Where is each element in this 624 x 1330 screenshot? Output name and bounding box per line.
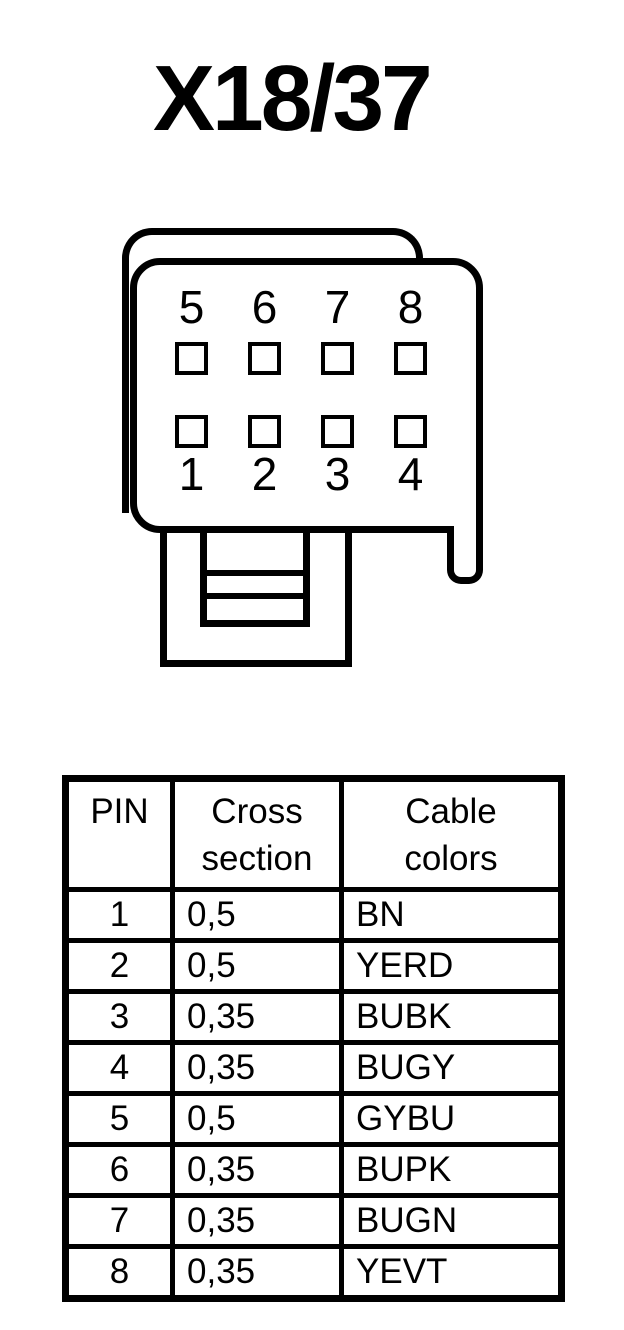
cell-pin: 2 (63, 938, 175, 994)
pin-cavity-6 (248, 342, 281, 375)
pin-cavity-4 (394, 415, 427, 448)
pin-label-2: 2 (251, 448, 278, 500)
pin-label-5: 5 (178, 281, 205, 333)
cell-cable-colors: YERD (339, 938, 564, 994)
cell-pin: 4 (63, 1040, 175, 1096)
cell-cross-section: 0,35 (170, 989, 344, 1045)
cell-cable-colors: GYBU (339, 1091, 564, 1147)
table-row: 5 0,5 GYBU (63, 1091, 564, 1147)
cell-cable-colors: BUGY (339, 1040, 564, 1096)
cell-cable-colors: BUBK (339, 989, 564, 1045)
cell-cross-section: 0,35 (170, 1244, 344, 1301)
header-cable-line2: colors (404, 839, 498, 878)
cell-cross-section: 0,5 (170, 887, 344, 943)
page-title: X18/37 (153, 46, 433, 150)
pin-table: PIN Cross section Cable colors 1 0,5 BN … (62, 775, 565, 1302)
table-row: 3 0,35 BUBK (63, 989, 564, 1045)
cell-cross-section: 0,35 (170, 1193, 344, 1249)
cell-cable-colors: BN (339, 887, 564, 943)
pin-label-4: 4 (397, 448, 424, 500)
pin-label-8: 8 (397, 281, 424, 333)
connector-front-shell (130, 258, 483, 533)
header-cable-line1: Cable (405, 792, 497, 831)
connector-latch-slot (200, 533, 310, 627)
pin-cavity-8 (394, 342, 427, 375)
pin-label-3: 3 (324, 448, 351, 500)
latch-slot-line (207, 570, 303, 576)
table-row: 4 0,35 BUGY (63, 1040, 564, 1096)
pin-cavity-2 (248, 415, 281, 448)
connector-latch-leg (447, 526, 483, 584)
pin-label-6: 6 (251, 281, 278, 333)
cell-pin: 3 (63, 989, 175, 1045)
cell-cross-section: 0,35 (170, 1142, 344, 1198)
header-cross-line1: Cross (211, 792, 303, 831)
pin-label-7: 7 (324, 281, 351, 333)
pin-table-header-row: PIN Cross section Cable colors (63, 776, 564, 892)
pin-cavity-1 (175, 415, 208, 448)
cell-cross-section: 0,5 (170, 938, 344, 994)
cell-pin: 7 (63, 1193, 175, 1249)
pin-cavity-5 (175, 342, 208, 375)
header-cross-section: Cross section (170, 776, 344, 892)
header-pin-label: PIN (90, 792, 149, 831)
pin-cavity-3 (321, 415, 354, 448)
cell-pin: 6 (63, 1142, 175, 1198)
cell-pin: 8 (63, 1244, 175, 1301)
table-row: 8 0,35 YEVT (63, 1244, 564, 1301)
table-row: 6 0,35 BUPK (63, 1142, 564, 1198)
cell-cable-colors: YEVT (339, 1244, 564, 1301)
pin-cavity-7 (321, 342, 354, 375)
table-row: 2 0,5 YERD (63, 938, 564, 994)
header-cable-colors: Cable colors (339, 776, 564, 892)
header-pin: PIN (63, 776, 175, 892)
latch-slot-line (207, 593, 303, 599)
table-row: 7 0,35 BUGN (63, 1193, 564, 1249)
connector-diagram: 5 6 7 8 1 2 3 4 (122, 228, 483, 667)
cell-cross-section: 0,5 (170, 1091, 344, 1147)
pin-label-1: 1 (178, 448, 205, 500)
cell-cross-section: 0,35 (170, 1040, 344, 1096)
cell-pin: 5 (63, 1091, 175, 1147)
cell-pin: 1 (63, 887, 175, 943)
cell-cable-colors: BUPK (339, 1142, 564, 1198)
table-row: 1 0,5 BN (63, 887, 564, 943)
cell-cable-colors: BUGN (339, 1193, 564, 1249)
header-cross-line2: section (201, 839, 313, 878)
